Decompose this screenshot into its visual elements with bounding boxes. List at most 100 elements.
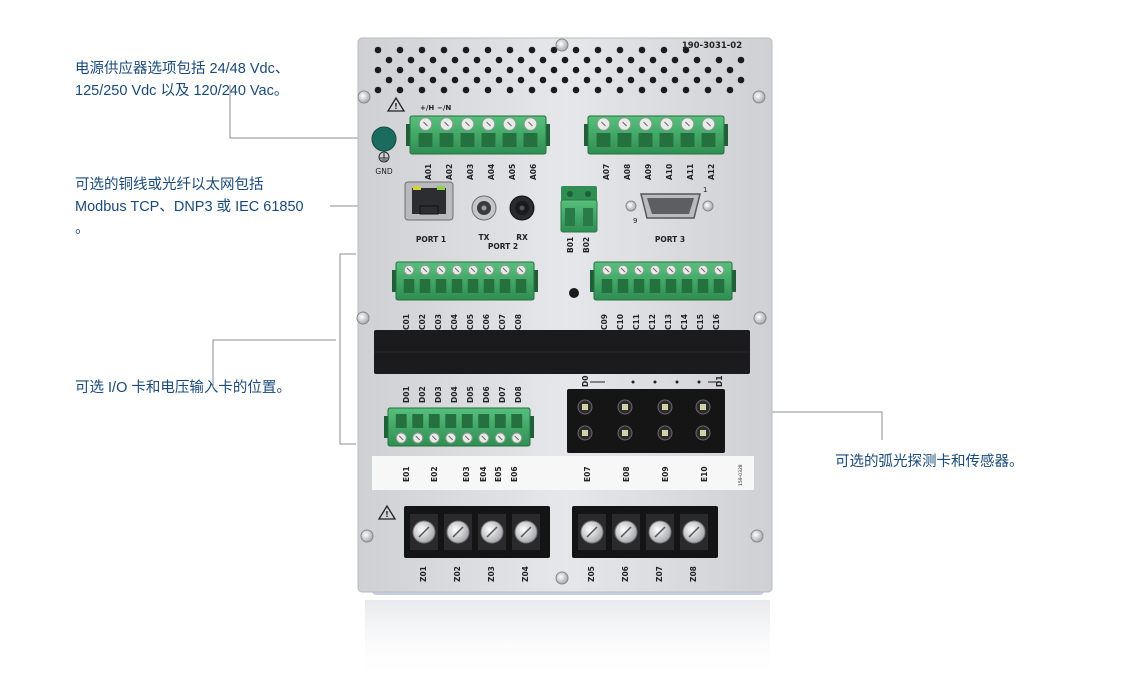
terminal-label: E09	[661, 466, 670, 482]
terminal-label: E04	[479, 466, 488, 482]
screw-slot	[464, 435, 470, 441]
terminal-label: A05	[508, 164, 517, 180]
vent-hole	[385, 76, 393, 84]
vent-hole	[495, 56, 503, 64]
wire-entry	[481, 133, 496, 147]
terminal-label: E07	[583, 466, 592, 482]
power-supply-callout: 电源供应器选项包括 24/48 Vdc、 125/250 Vdc 以及 120/…	[75, 58, 289, 102]
wire-entry	[499, 279, 511, 293]
vent-hole	[506, 86, 514, 94]
fiber-tx-connector-icon[interactable]	[471, 195, 497, 221]
screw-slot	[431, 435, 437, 441]
wire-entry	[395, 414, 407, 428]
vent-hole	[638, 86, 646, 94]
serial-port-icon[interactable]	[625, 193, 714, 219]
terminal-label: Z07	[655, 566, 664, 582]
terminal-label: A06	[529, 164, 538, 180]
screw-slot	[528, 121, 533, 127]
screw-slot	[448, 435, 454, 441]
wire-entry	[478, 414, 490, 428]
screw-slot	[620, 526, 632, 538]
screw-slot	[664, 121, 669, 127]
screw-slot	[423, 121, 428, 127]
vent-hole	[627, 76, 635, 84]
warning-icon: !	[377, 504, 397, 520]
wire-entry	[713, 279, 725, 293]
vent-hole	[484, 86, 492, 94]
vent-hole	[737, 56, 745, 64]
screw-slot	[486, 526, 498, 538]
terminal-label: C13	[664, 314, 673, 330]
wire-entry	[665, 279, 677, 293]
vent-hole	[649, 56, 657, 64]
jack-pin	[700, 404, 706, 410]
vent-hole	[583, 56, 591, 64]
jack-pin	[622, 404, 628, 410]
terminal-label: Z08	[689, 566, 698, 582]
vent-hole	[374, 66, 382, 74]
vent-hole	[440, 86, 448, 94]
screw-slot	[514, 435, 520, 441]
terminal-label: E01	[402, 466, 411, 482]
jack-pin	[662, 404, 668, 410]
jack-pin	[582, 404, 588, 410]
terminal-label: A04	[487, 164, 496, 180]
vent-hole	[660, 86, 668, 94]
port2-label: PORT 2	[488, 242, 518, 251]
screw-slot	[652, 267, 658, 273]
vent-hole	[693, 56, 701, 64]
terminal-block-a01-a06	[406, 115, 550, 155]
vent-hole	[561, 56, 569, 64]
arc-d0-label: D0	[581, 376, 590, 387]
vent-hole	[682, 66, 690, 74]
ethernet-callout-line3: 。	[75, 221, 90, 237]
terminal-label: C04	[450, 314, 459, 330]
wire-entry	[403, 279, 415, 293]
vent-hole	[594, 66, 602, 74]
terminal-label: A07	[602, 164, 611, 180]
vent-hole	[682, 86, 690, 94]
vent-hole	[462, 86, 470, 94]
db9-pin9-label: 9	[633, 217, 637, 225]
fiber-rx-connector-icon[interactable]	[509, 195, 535, 221]
wire-entry	[659, 133, 674, 147]
screw-slot	[444, 121, 449, 127]
screw-slot	[604, 267, 610, 273]
wire-entry	[511, 414, 523, 428]
terminal-label: D02	[418, 386, 427, 403]
terminal-label: C03	[434, 314, 443, 330]
vent-hole	[572, 86, 580, 94]
screw-slot	[481, 435, 487, 441]
vent-hole	[396, 66, 404, 74]
ethernet-callout-line2: Modbus TCP、DNP3 或 IEC 61850	[75, 199, 304, 215]
terminal-label: D08	[514, 386, 523, 403]
vent-hole	[605, 76, 613, 84]
screw-slot	[486, 267, 492, 273]
screw-slot	[622, 121, 627, 127]
terminal-label: D05	[466, 386, 475, 403]
ventilation-grille	[374, 46, 745, 94]
vent-hole	[594, 86, 602, 94]
vent-hole	[418, 46, 426, 54]
vent-hole	[638, 46, 646, 54]
vent-hole	[550, 66, 558, 74]
screw-slot	[706, 121, 711, 127]
screw-slot	[586, 526, 598, 538]
z-terminal-blocks	[404, 506, 718, 558]
io-card-callout: 可选 I/O 卡和电压输入卡的位置。	[75, 377, 291, 399]
vent-hole	[506, 66, 514, 74]
terminal-label: E10	[700, 466, 709, 482]
ethernet-port-icon[interactable]	[404, 181, 454, 221]
vent-hole	[616, 86, 624, 94]
vent-hole	[693, 76, 701, 84]
terminal-label: C16	[712, 314, 721, 330]
power-callout-line1: 电源供应器选项包括 24/48 Vdc、	[75, 61, 290, 77]
wire-entry	[412, 414, 424, 428]
vent-hole	[704, 66, 712, 74]
terminal-label: D03	[434, 386, 443, 403]
terminal-label: C15	[696, 314, 705, 330]
tx-label: TX	[479, 233, 490, 242]
vent-hole	[385, 56, 393, 64]
